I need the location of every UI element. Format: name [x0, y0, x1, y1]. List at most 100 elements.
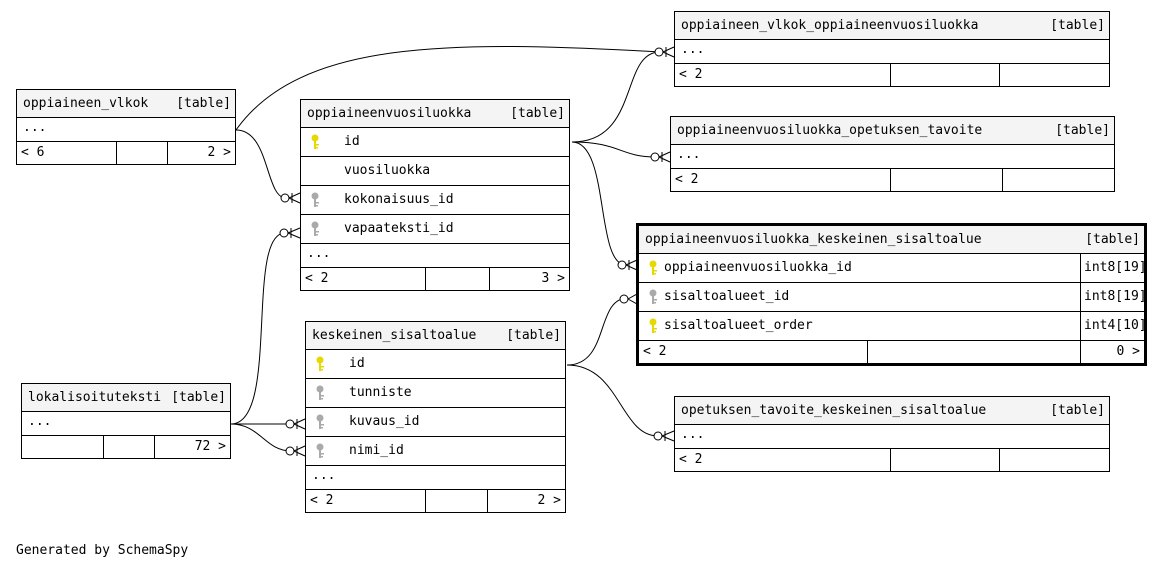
table-oppiaineenvuosiluokka-keskeinen-sisaltoalue[interactable]: oppiaineenvuosiluokka_keskeinen_sisaltoa…: [636, 223, 1147, 366]
children-count[interactable]: [1000, 449, 1109, 471]
column-row-nimi-id[interactable]: nimi_id: [306, 437, 565, 466]
edge-vlkok-to-vlkok-vuosiluokka: [235, 45, 661, 131]
table-header: lokalisoituteksti [table]: [22, 384, 230, 412]
table-name[interactable]: lokalisoituteksti: [28, 390, 162, 405]
children-count[interactable]: 72 >: [194, 439, 226, 454]
edge-sisaltoalue-to-link-table: [566, 297, 629, 366]
foreign-key-icon: [314, 414, 326, 430]
table-oppiaineenvuosiluokka[interactable]: oppiaineenvuosiluokka [table] id vuosilu…: [300, 99, 570, 291]
table-header: oppiaineenvuosiluokka [table]: [301, 100, 569, 128]
column-row-vapaateksti-id[interactable]: vapaateksti_id: [301, 215, 569, 244]
table-name[interactable]: oppiaineenvuosiluokka_keskeinen_sisaltoa…: [645, 232, 982, 247]
table-name[interactable]: oppiaineenvuosiluokka_opetuksen_tavoite: [677, 123, 983, 138]
foreign-key-icon: [647, 289, 659, 305]
children-count[interactable]: 2 >: [207, 145, 231, 160]
children-count[interactable]: [1000, 64, 1109, 86]
column-type: int8[19]: [1080, 283, 1147, 311]
table-footer: < 2: [675, 64, 1109, 86]
primary-key-icon: [309, 134, 321, 150]
children-count[interactable]: 3 >: [541, 271, 565, 286]
table-kind-label: [table]: [1085, 232, 1140, 247]
parents-count[interactable]: < 2: [301, 268, 426, 290]
parents-count[interactable]: < 2: [671, 169, 891, 191]
table-name[interactable]: oppiaineenvuosiluokka: [307, 106, 472, 121]
table-kind-label: [table]: [1055, 123, 1110, 138]
table-footer: < 2: [671, 169, 1114, 191]
table-header: keskeinen_sisaltoalue [table]: [306, 322, 565, 350]
parents-count[interactable]: < 2: [306, 490, 426, 512]
column-name: sisaltoalueet_order: [664, 318, 813, 333]
column-row-kuvaus-id[interactable]: kuvaus_id: [306, 408, 565, 437]
edge-lokalisoituteksti-to-vapaateksti-id: [230, 232, 286, 425]
primary-key-icon: [314, 356, 326, 372]
rows-count: [868, 341, 1081, 363]
column-row-id[interactable]: id: [306, 350, 565, 379]
parents-count[interactable]: < 6: [17, 142, 117, 164]
column-name: id: [349, 356, 365, 371]
column-row-vuosiluokka[interactable]: vuosiluokka: [301, 157, 569, 186]
edge-vuosiluokka-to-link-table: [571, 141, 627, 266]
column-name: kuvaus_id: [349, 414, 420, 429]
table-footer: < 2 0 >: [639, 341, 1144, 363]
column-row-kokonaisuus-id[interactable]: kokonaisuus_id: [301, 186, 569, 215]
table-header: oppiaineen_vlkok [table]: [17, 90, 235, 118]
edge-vuosiluokka-to-opetuksen-tavoite: [571, 141, 657, 158]
column-row-oppiaineenvuosiluokka-id[interactable]: oppiaineenvuosiluokka_id int8[19]: [639, 254, 1147, 283]
table-oppiaineen-vlkok-oppiaineenvuosiluokka[interactable]: oppiaineen_vlkok_oppiaineenvuosiluokka […: [674, 11, 1110, 87]
table-header: opetuksen_tavoite_keskeinen_sisaltoalue …: [675, 397, 1109, 425]
rows-count: [117, 142, 168, 164]
column-row-sisaltoalueet-id[interactable]: sisaltoalueet_id int8[19]: [639, 283, 1147, 312]
rows-count: [891, 169, 1003, 191]
column-name: tunniste: [349, 385, 412, 400]
column-name: sisaltoalueet_id: [664, 289, 790, 304]
rows-count: [104, 436, 155, 458]
table-opetuksen-tavoite-keskeinen-sisaltoalue[interactable]: opetuksen_tavoite_keskeinen_sisaltoalue …: [674, 396, 1110, 472]
rows-count: [891, 449, 1000, 471]
column-row-tunniste[interactable]: tunniste: [306, 379, 565, 408]
column-name: vuosiluokka: [344, 163, 431, 178]
table-footer: < 2 3 >: [301, 268, 569, 290]
more-columns: ...: [301, 244, 569, 268]
table-kind-label: [table]: [1050, 403, 1105, 418]
table-header: oppiaineenvuosiluokka_keskeinen_sisaltoa…: [639, 226, 1144, 254]
table-lokalisoituteksti[interactable]: lokalisoituteksti [table] ... 72 >: [21, 383, 231, 459]
column-row-sisaltoalueet-order[interactable]: sisaltoalueet_order int4[10]: [639, 312, 1147, 341]
parents-count[interactable]: < 2: [675, 64, 891, 86]
table-name[interactable]: oppiaineen_vlkok: [23, 96, 149, 111]
table-kind-label: [table]: [506, 328, 561, 343]
table-keskeinen-sisaltoalue[interactable]: keskeinen_sisaltoalue [table] id tunnist…: [305, 321, 566, 513]
table-oppiaineenvuosiluokka-opetuksen-tavoite[interactable]: oppiaineenvuosiluokka_opetuksen_tavoite …: [670, 116, 1115, 192]
column-name: nimi_id: [349, 443, 404, 458]
edge-vlkok-to-kokonaisuus-id: [235, 129, 287, 199]
edge-vuosiluokka-to-vlkok-vuosiluokka: [571, 51, 661, 143]
table-name[interactable]: opetuksen_tavoite_keskeinen_sisaltoalue: [681, 403, 987, 418]
column-type: int8[19]: [1080, 254, 1147, 282]
table-oppiaineen-vlkok[interactable]: oppiaineen_vlkok [table] ... < 6 2 >: [16, 89, 236, 165]
table-header: oppiaineen_vlkok_oppiaineenvuosiluokka […: [675, 12, 1109, 40]
more-columns: ...: [17, 118, 235, 142]
children-count[interactable]: [1003, 169, 1114, 191]
more-columns: ...: [306, 466, 565, 490]
primary-key-icon: [647, 260, 659, 276]
column-row-id[interactable]: id: [301, 128, 569, 157]
table-kind-label: [table]: [176, 96, 231, 111]
parents-count[interactable]: [22, 436, 104, 458]
edge-sisaltoalue-to-tavoite-sisaltoalue: [566, 364, 659, 437]
column-name: kokonaisuus_id: [344, 192, 454, 207]
parents-count[interactable]: < 2: [639, 341, 868, 363]
parents-count[interactable]: < 2: [675, 449, 891, 471]
column-name: oppiaineenvuosiluokka_id: [664, 260, 852, 275]
table-name[interactable]: keskeinen_sisaltoalue: [312, 328, 477, 343]
children-count[interactable]: 0 >: [1116, 344, 1140, 359]
more-columns: ...: [671, 145, 1114, 169]
table-name[interactable]: oppiaineen_vlkok_oppiaineenvuosiluokka: [681, 18, 979, 33]
foreign-key-icon: [309, 192, 321, 208]
generated-by-credit: Generated by SchemaSpy: [16, 543, 189, 558]
children-count[interactable]: 2 >: [537, 493, 561, 508]
column-name: vapaateksti_id: [344, 221, 454, 236]
more-columns: ...: [675, 425, 1109, 449]
table-kind-label: [table]: [510, 106, 565, 121]
crows-foot-markers: [279, 46, 675, 457]
foreign-key-icon: [314, 385, 326, 401]
